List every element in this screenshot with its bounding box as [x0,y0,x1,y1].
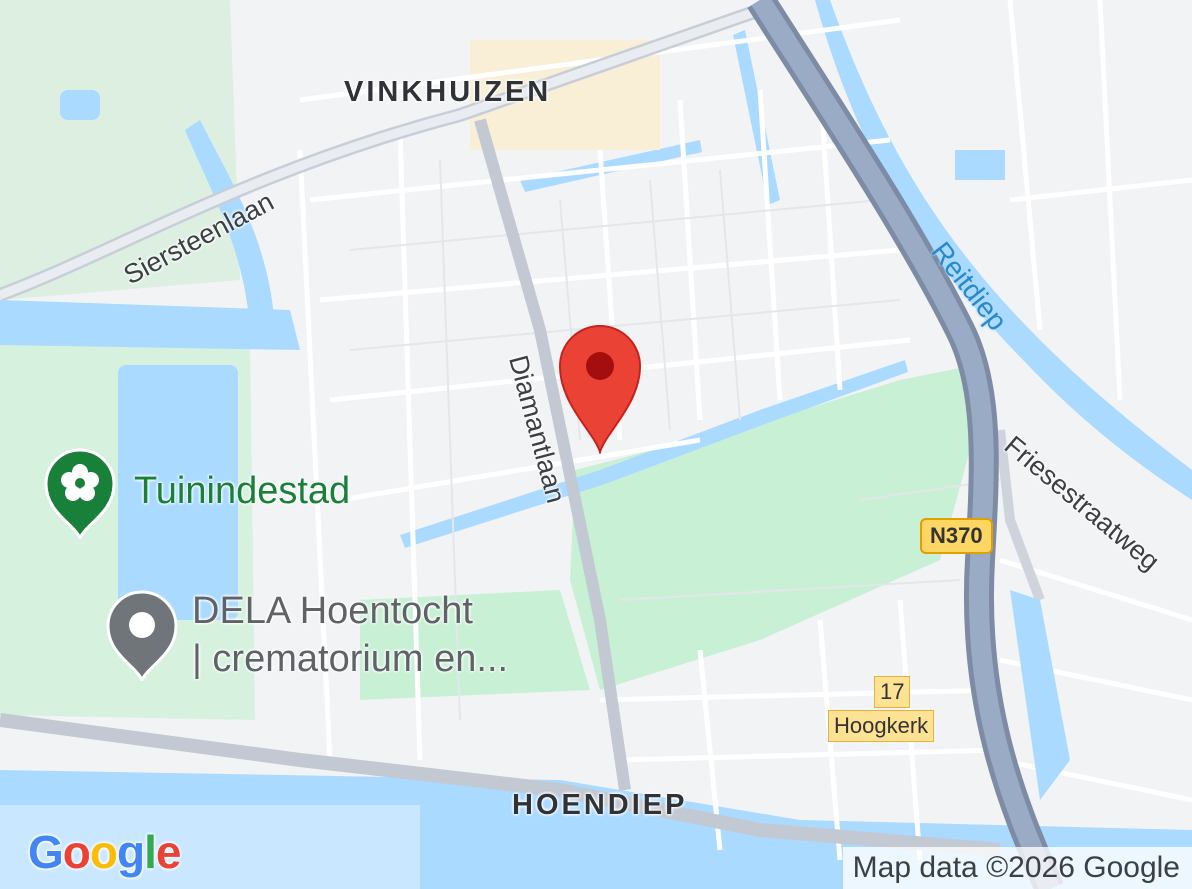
poi-label-tuinindestad[interactable]: Tuinindestad [134,470,351,512]
place-label-hoogkerk: Hoogkerk [828,710,935,742]
place-pin-icon[interactable] [102,586,182,681]
district-label-hoendiep: HOENDIEP [512,789,688,821]
map-attribution[interactable]: Map data ©2026 Google [842,847,1192,889]
district-label-vinkhuizen: VINKHUIZEN [344,76,552,108]
location-marker-icon[interactable] [554,322,646,454]
road-number-shield: 17 [874,676,911,708]
google-logo: Google [28,826,181,878]
road-shield-n370: N370 [920,518,993,554]
poi-label-dela-line2[interactable]: | crematorium en... [192,638,509,680]
flower-pin-icon[interactable] [40,444,120,539]
poi-label-dela-line1[interactable]: DELA Hoentocht [192,590,473,632]
